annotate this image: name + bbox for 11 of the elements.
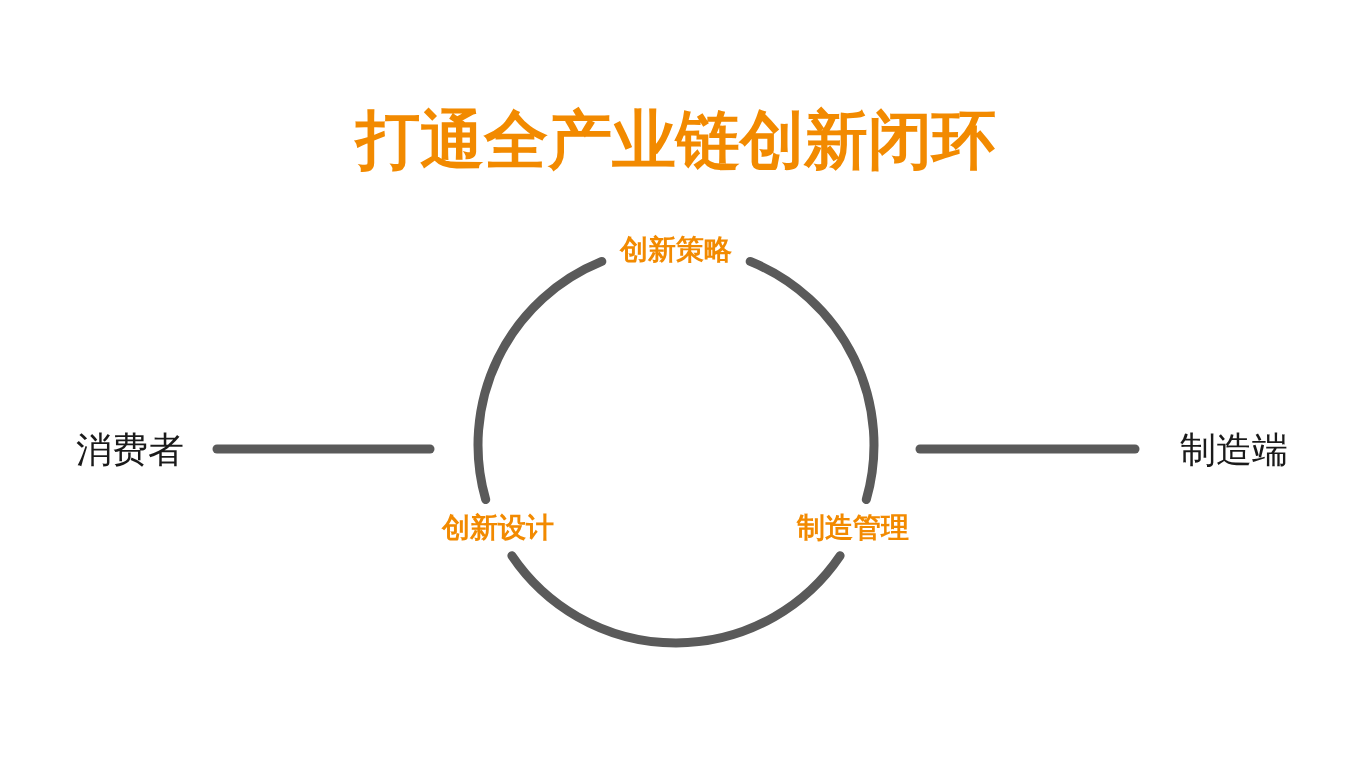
side-label: 制造端 — [1180, 430, 1288, 470]
connector-line — [212, 444, 435, 454]
connector-line — [915, 444, 1140, 454]
circle-arc — [507, 551, 845, 648]
stage-label: 创新策略 — [620, 234, 732, 266]
stage-label: 制造管理 — [797, 512, 909, 544]
circle-arc — [473, 256, 607, 505]
circle-arc — [745, 256, 879, 505]
title: 打通全产业链创新闭环 — [356, 104, 996, 176]
stage-label: 创新设计 — [442, 512, 554, 544]
side-label: 消费者 — [76, 430, 184, 470]
